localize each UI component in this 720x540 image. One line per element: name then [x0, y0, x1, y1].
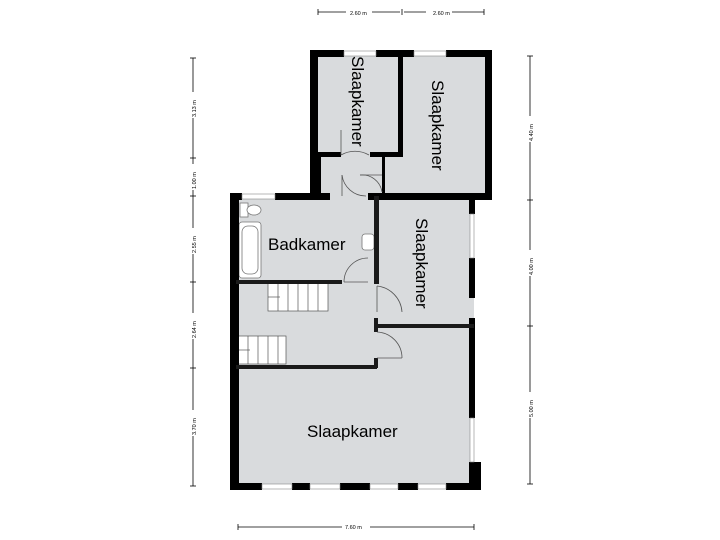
room-label-slaapkamer-large: Slaapkamer	[307, 422, 398, 441]
dim-left-5: 3.70 m	[192, 418, 198, 435]
dim-right-3: 5.00 m	[529, 400, 535, 417]
toilet	[239, 202, 262, 218]
room-label-slaapkamer-small: Slaapkamer	[348, 56, 367, 147]
dim-left-4: 2.64 m	[192, 321, 198, 338]
dim-right-2: 4.00 m	[529, 258, 535, 275]
dim-left-3: 2.55 m	[192, 236, 198, 253]
dimension-bottom	[237, 524, 475, 531]
dim-left-1: 3.13 m	[192, 100, 198, 117]
sink	[361, 233, 375, 251]
staircase-lower	[237, 335, 287, 365]
room-label-badkamer: Badkamer	[268, 235, 346, 254]
doors	[340, 130, 403, 359]
dimension-right	[527, 55, 534, 485]
dim-top-left: 2.60 m	[350, 11, 367, 17]
dim-left-2: 1.00 m	[192, 172, 198, 189]
room-label-slaapkamer-middle: Slaapkamer	[412, 218, 431, 309]
dimension-left	[190, 57, 197, 487]
bathtub	[238, 221, 262, 279]
dim-top-right: 2.60 m	[433, 11, 450, 17]
windows	[241, 50, 475, 490]
room-label-slaapkamer-topright: Slaapkamer	[428, 80, 447, 171]
dimension-top	[317, 9, 485, 16]
walls	[230, 50, 492, 490]
dim-right-1: 4.40 m	[529, 124, 535, 141]
dim-bottom: 7.60 m	[345, 525, 362, 531]
staircase-upper	[267, 282, 329, 312]
